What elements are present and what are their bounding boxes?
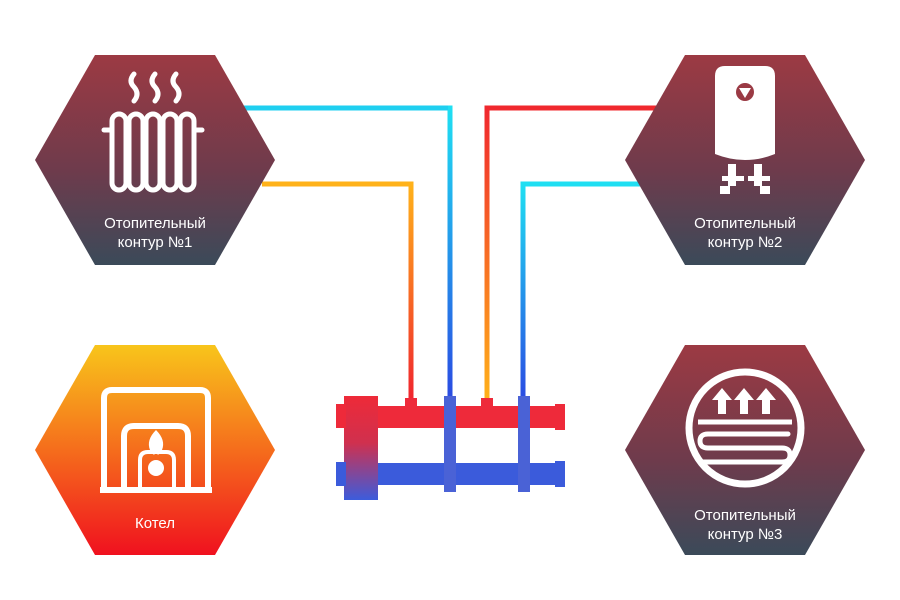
circuit2-label-line2: контур №2 <box>707 234 783 251</box>
circuit2-label-line1: Отопительный <box>694 215 796 232</box>
hydraulic-separator <box>344 396 378 500</box>
manifold-connector-1 <box>444 396 456 492</box>
circuit3-label-line2: контур №3 <box>707 526 783 543</box>
manifold-nozzle-1 <box>405 398 417 408</box>
manifold-return-endcap <box>555 461 565 487</box>
underfloor-heating-icon <box>685 368 805 488</box>
radiator-icon <box>101 71 205 193</box>
hydraulic-manifold <box>336 396 565 500</box>
manifold-connector-2 <box>518 396 530 492</box>
circuit1-label-line2: контур №1 <box>117 234 193 251</box>
separator-outlet-cap <box>336 462 346 486</box>
boiler-label-text: Котел <box>134 515 176 532</box>
circuit1-label: Отопительный контур №1 <box>65 214 245 252</box>
boiler-label: Котел <box>65 514 245 533</box>
manifold-supply-endcap <box>555 404 565 430</box>
circuit1-hexagon <box>35 55 275 265</box>
circuit2-label: Отопительный контур №2 <box>655 214 835 252</box>
circuit3-label-line1: Отопительный <box>694 507 796 524</box>
separator-inlet-cap <box>336 404 346 428</box>
pipe-circuit2-return <box>520 181 640 404</box>
water-heater-icon <box>715 66 775 194</box>
pipe-circuit1-return <box>244 105 453 404</box>
manifold-nozzle-2 <box>481 398 493 408</box>
circuit3-label: Отопительный контур №3 <box>655 506 835 544</box>
circuit1-label-line1: Отопительный <box>104 215 206 232</box>
boiler-flame-icon <box>100 387 212 493</box>
pipe-circuit1-supply <box>262 181 414 400</box>
pipes <box>244 105 656 481</box>
